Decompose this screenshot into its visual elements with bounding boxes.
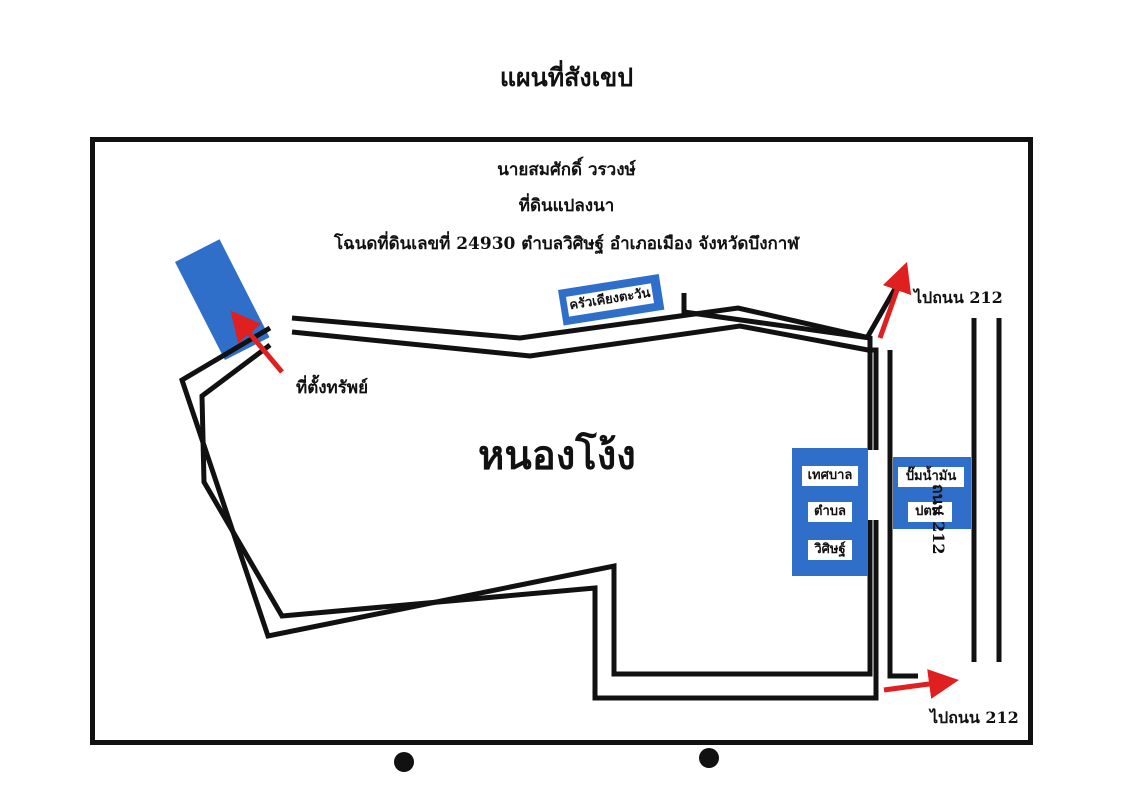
south-road-arrow-icon [883,669,959,699]
pond-name: หนองโง้ง [478,432,636,479]
pond-road-outer [178,305,873,677]
highway-212-label: ถนน 212 [929,484,948,555]
municipality-label-1: เทศบาล [802,466,858,486]
restaurant-road-top [683,309,871,341]
gas-station-label-1: ปั๊มน้ำมัน [898,467,964,487]
deed-info: โฉนดที่ดินเลขที่ 24930 ตำบลวิศิษฐ์ อำเภอ… [334,234,799,254]
page-title: แผนที่สังเขป [499,63,634,92]
punch-hole-icon [394,752,414,772]
property-arrow-icon [230,310,284,374]
gas-station-label-2: ปตท. [908,502,952,522]
municipality-label-2: ตำบล [808,502,852,522]
map-frame [90,137,1033,745]
municipality-label-3: วิศิษฐ์ [808,540,852,560]
land-type: ที่ดินแปลงนา [518,196,615,216]
north-road-arrow-icon [877,261,912,339]
to-road-bottom-label: ไปถนน 212 [930,708,1019,727]
pond-road-inner [199,323,879,701]
property-label: ที่ตั้งทรัพย์ [296,378,369,398]
owner-name: นายสมศักดิ์ วรวงษ์ [497,160,636,180]
to-road-top-label: ไปถนน 212 [914,288,1003,307]
punch-hole-icon [699,748,719,768]
